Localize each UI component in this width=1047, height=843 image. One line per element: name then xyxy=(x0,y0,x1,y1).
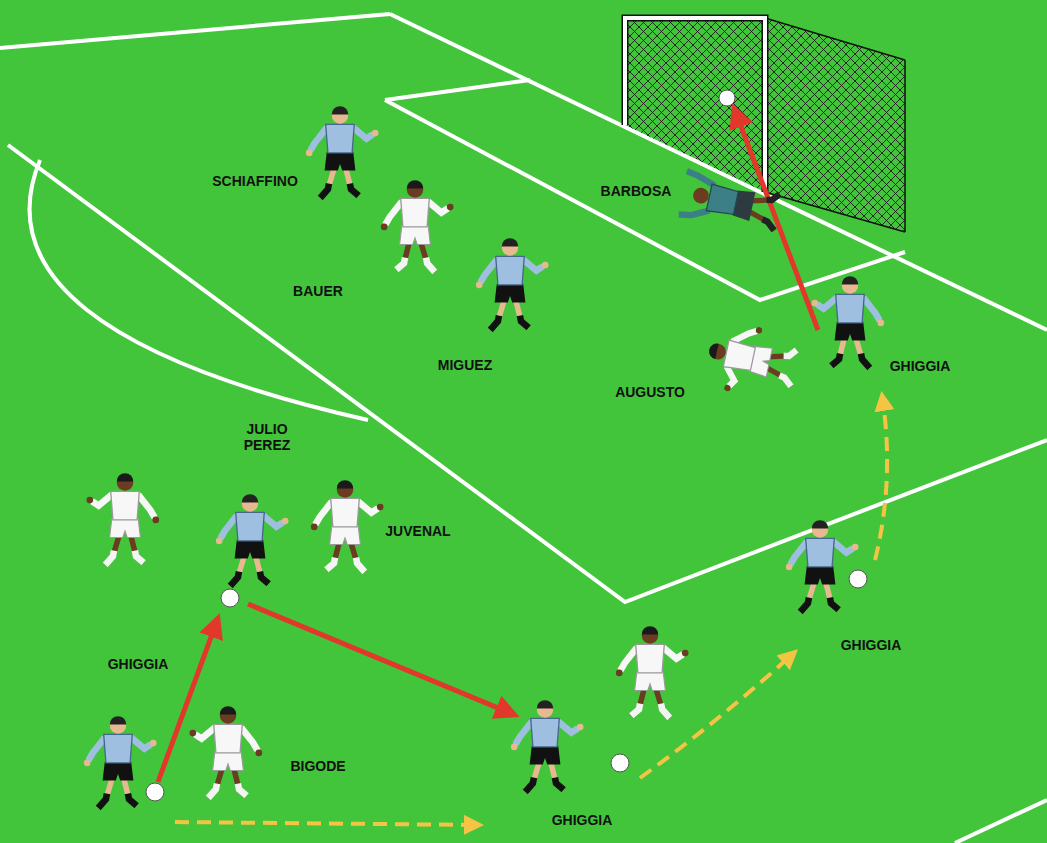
player-name: JUVENAL xyxy=(382,522,453,540)
player-name: BIGODE xyxy=(287,757,348,775)
player-name: AUGUSTO xyxy=(612,383,688,401)
players xyxy=(84,106,884,808)
player-name: GHIGGIA xyxy=(838,636,905,654)
player-name: SCHIAFFINO xyxy=(209,172,301,190)
player-name: JULIO PEREZ xyxy=(236,420,298,454)
player-name: BAUER xyxy=(290,282,346,300)
player-name: GHIGGIA xyxy=(549,811,616,829)
field-lines xyxy=(0,14,1047,843)
player-name: BARBOSA xyxy=(598,182,675,200)
player-name: MIGUEZ xyxy=(435,356,495,374)
balls xyxy=(146,90,867,801)
player-name: GHIGGIA xyxy=(105,655,172,673)
player-name: GHIGGIA xyxy=(887,357,954,375)
pass-arrows xyxy=(158,108,887,825)
